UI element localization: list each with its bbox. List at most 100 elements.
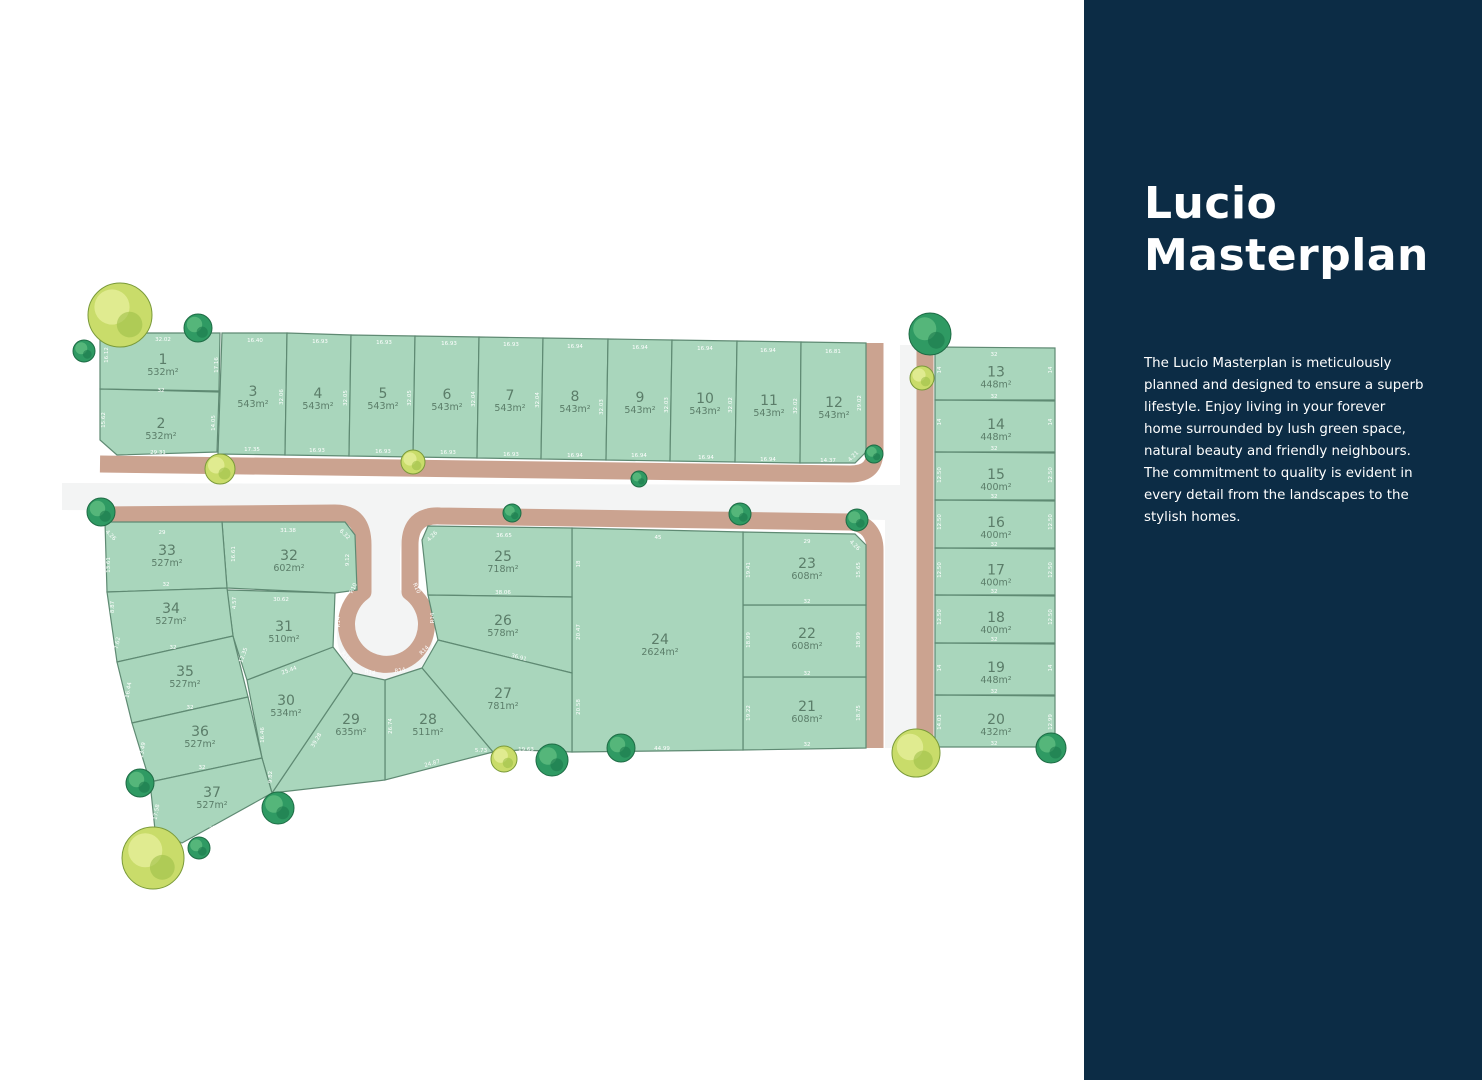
dimension-label: 16.94: [697, 346, 713, 352]
lot-area: 448m²: [980, 432, 1011, 443]
lot-area: 400m²: [980, 625, 1011, 636]
dimension-label: 30.62: [273, 597, 289, 603]
dimension-label: 32.06: [279, 389, 285, 405]
lot-area: 635m²: [335, 727, 366, 738]
dimension-label: 16.94: [760, 348, 776, 354]
tree-icon: [400, 449, 426, 475]
lot-number: 24: [651, 632, 669, 648]
tree-icon: [490, 745, 518, 773]
dimension-label: 16.93: [441, 341, 457, 347]
lot-number: 21: [798, 699, 816, 715]
dimension-label: 9.82: [268, 771, 274, 783]
dimension-label: 32.04: [471, 391, 477, 407]
lot-number: 32: [280, 548, 298, 564]
lot-boundary: [99, 332, 221, 392]
lot-area: 781m²: [487, 701, 518, 712]
dimension-label: 32: [187, 705, 194, 711]
lot-number: 10: [696, 391, 714, 407]
tree-icon: [909, 365, 935, 391]
lot-area: 527m²: [184, 739, 215, 750]
dimension-label: 16.12: [104, 347, 110, 363]
dimension-label: 31.38: [280, 528, 296, 534]
dimension-label: 19.41: [746, 562, 752, 578]
dimension-label: 14: [937, 366, 943, 373]
lot-number: 5: [379, 386, 388, 402]
lot-area: 511m²: [412, 727, 443, 738]
tree-icon: [87, 282, 153, 348]
dimension-label: R14: [364, 669, 376, 677]
dimension-label: 38.06: [495, 590, 511, 596]
dimension-label: 16.93: [503, 342, 519, 348]
lot-area: 543m²: [559, 404, 590, 415]
footpath: [102, 504, 884, 748]
dimension-label: 15.65: [856, 562, 862, 578]
dimension-label: 32: [991, 542, 998, 548]
dimension-label: 14: [1048, 664, 1054, 671]
lot-boundary: [934, 399, 1056, 453]
description-paragraph: The Lucio Masterplan is meticulously pla…: [1144, 356, 1424, 459]
dimension-label: R10: [349, 582, 359, 595]
lot-area: 532m²: [147, 367, 178, 378]
lot-area: 2624m²: [641, 647, 678, 658]
dimension-label: 12.50: [937, 609, 943, 625]
lot-number: 7: [506, 388, 515, 404]
lot-boundary: [934, 346, 1056, 401]
dimension-label: 16.94: [631, 453, 647, 459]
lot-area: 543m²: [494, 403, 525, 414]
dimension-label: 16.94: [632, 345, 648, 351]
lot-area: 543m²: [689, 406, 720, 417]
dimension-label: 29.31: [150, 450, 166, 456]
dimension-label: 32: [991, 494, 998, 500]
dimension-label: 18.75: [856, 705, 862, 721]
dimension-label: 32: [991, 589, 998, 595]
lot-area: 608m²: [791, 571, 822, 582]
dimension-label: 32: [804, 671, 811, 677]
dimension-label: 44.99: [654, 746, 670, 752]
dimension-label: 36.91: [510, 653, 527, 663]
lot-area: 534m²: [270, 708, 301, 719]
dimension-label: 32: [199, 765, 206, 771]
lot-area: 527m²: [196, 800, 227, 811]
lot-area: 400m²: [980, 530, 1011, 541]
lot-number: 3: [249, 384, 258, 400]
lot-area: 578m²: [487, 628, 518, 639]
lot-area: 448m²: [980, 380, 1011, 391]
dimension-label: 16.93: [440, 450, 456, 456]
dimension-label: 12.35: [238, 646, 249, 663]
lot-number: 17: [987, 563, 1005, 579]
tree-icon: [606, 733, 636, 763]
dimension-label: 32: [991, 394, 998, 400]
dimension-label: 16.44: [125, 681, 134, 698]
dimension-label: 18.99: [746, 632, 752, 648]
lot-area: 448m²: [980, 675, 1011, 686]
dimension-label: 12.50: [1048, 514, 1054, 530]
